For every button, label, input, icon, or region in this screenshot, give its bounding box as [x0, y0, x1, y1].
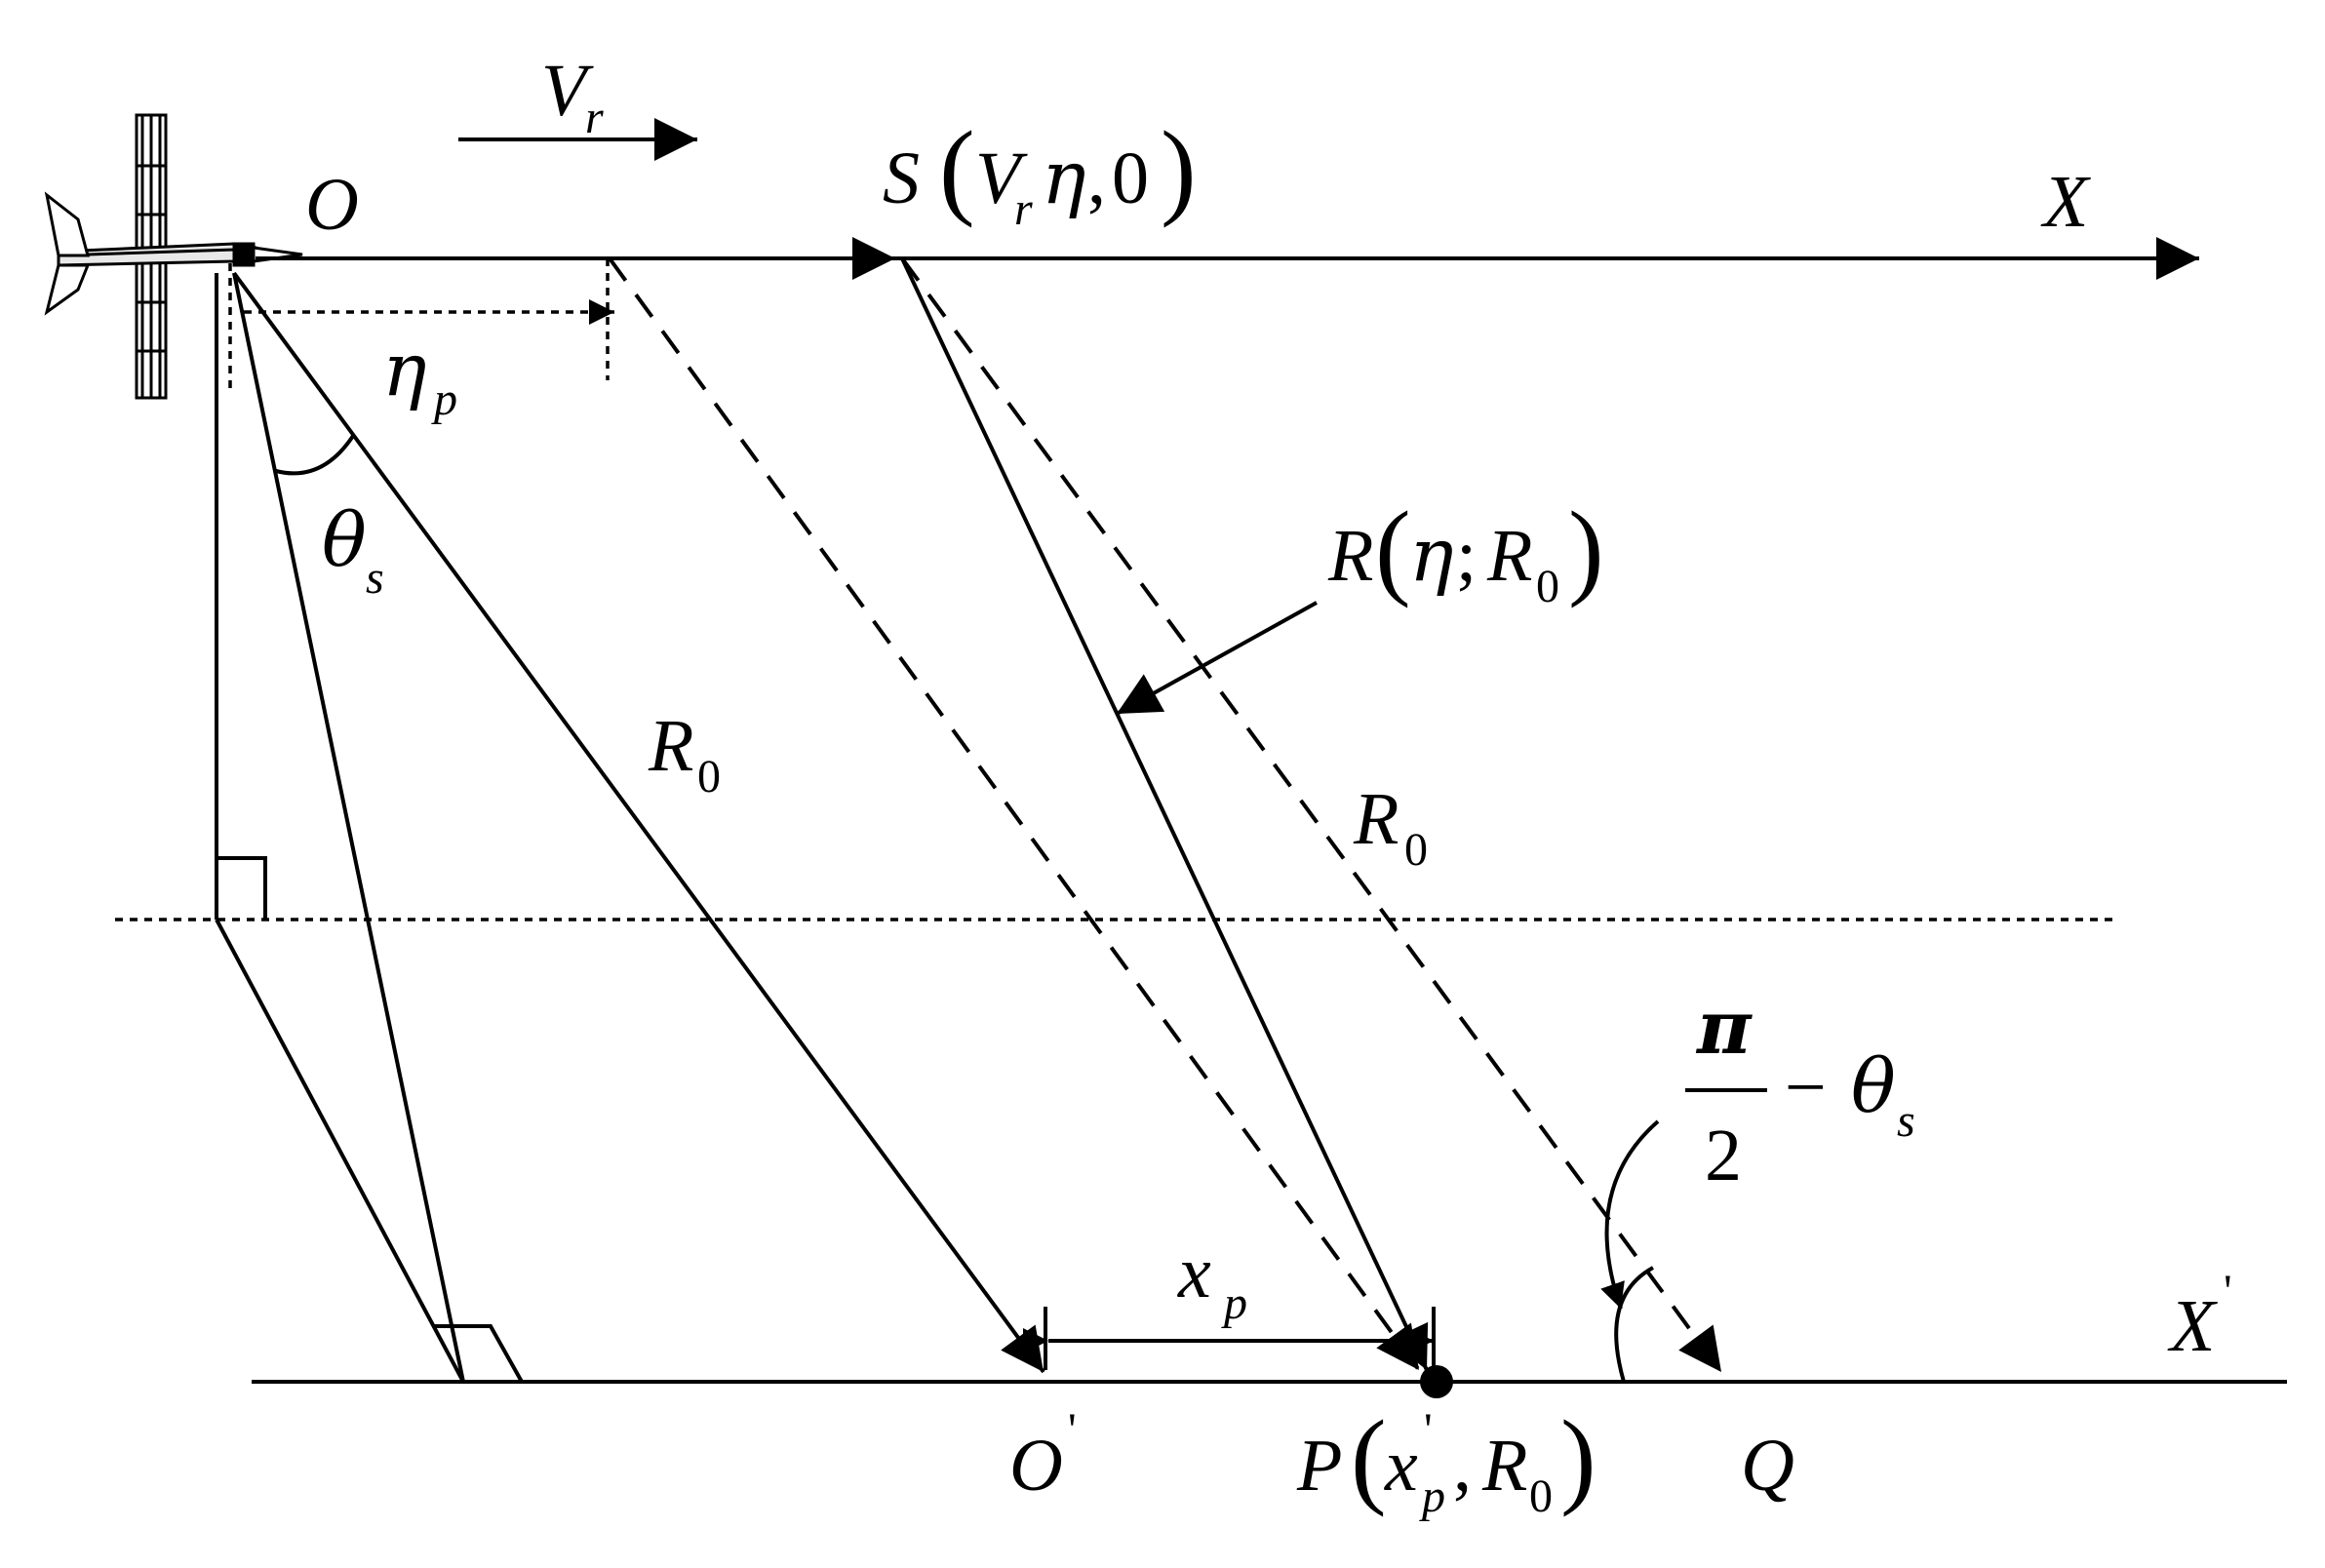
right-angle-mark-ground — [434, 1324, 524, 1383]
label-r-main: R — [1327, 515, 1373, 597]
label-s-v: V — [975, 137, 1028, 219]
dashed-line-to-p — [608, 256, 1421, 1372]
label-r-semicolon: ; — [1456, 515, 1477, 597]
label-v: V — [541, 50, 594, 132]
label-p-x: x — [1384, 1425, 1418, 1507]
label-r-eta: η — [1409, 511, 1454, 598]
label-pi: π — [1695, 984, 1753, 1071]
label-theta: θ — [322, 496, 367, 583]
label-s: S — [883, 137, 920, 219]
label-xp-sub: p — [1221, 1277, 1247, 1329]
right-angle-mark-mid — [217, 856, 267, 920]
label-r-r: R — [1486, 515, 1532, 597]
label-p-x-mark: ' — [1424, 1404, 1433, 1456]
angle-pointer-arc — [1600, 1119, 1660, 1310]
label-eta-sub: p — [431, 373, 457, 425]
label-v-sub: r — [585, 92, 604, 143]
theta-s-arc — [275, 434, 355, 476]
paren-s-close: ) — [1161, 109, 1197, 228]
label-p-comma: , — [1453, 1425, 1472, 1507]
aircraft-icon — [44, 113, 303, 400]
label-theta-sub: s — [366, 552, 384, 604]
label-s-eta: η — [1042, 134, 1086, 220]
label-r0-left: R — [648, 705, 693, 787]
label-o-prime-mark: ' — [1068, 1404, 1077, 1456]
point-p — [1420, 1365, 1453, 1398]
label-x-prime-mark: ' — [2224, 1266, 2232, 1317]
label-minus: − — [1785, 1046, 1827, 1128]
label-r0-right: R — [1353, 778, 1399, 860]
label-s-v-sub: r — [1014, 183, 1033, 235]
label-p: P — [1296, 1425, 1342, 1507]
label-o: O — [305, 164, 359, 246]
label-s-comma: , — [1087, 137, 1106, 219]
paren-p-open: ( — [1351, 1398, 1387, 1517]
look-angle-line — [232, 272, 465, 1383]
label-theta2-sub: s — [1897, 1095, 1915, 1147]
paren-r-close: ) — [1568, 490, 1604, 608]
label-o-prime: O — [1009, 1425, 1063, 1507]
label-x-prime-axis: X — [2167, 1285, 2218, 1367]
label-x-axis: X — [2040, 161, 2091, 243]
label-r0-right-sub: 0 — [1404, 824, 1428, 876]
slant-range-line-s-to-p — [900, 257, 1429, 1371]
label-p-x-sub: p — [1419, 1470, 1445, 1522]
label-r-sub: 0 — [1536, 561, 1559, 612]
label-xp: x — [1177, 1232, 1211, 1313]
dashed-line-s-to-q — [900, 256, 1723, 1374]
paren-s-open: ( — [939, 109, 975, 228]
r0-line-to-o-prime — [232, 271, 1045, 1374]
label-p-r-sub: 0 — [1529, 1470, 1553, 1522]
label-s-zero: 0 — [1112, 137, 1149, 219]
ground-slant-line — [215, 919, 465, 1383]
label-theta2: θ — [1851, 1042, 1896, 1129]
r-eta-pointer-arrow — [1116, 601, 1318, 716]
angle-arc-q — [1614, 1266, 1654, 1383]
paren-p-close: ) — [1560, 1398, 1596, 1517]
label-two: 2 — [1705, 1115, 1742, 1196]
label-q: Q — [1741, 1425, 1794, 1507]
paren-r-open: ( — [1375, 490, 1411, 608]
label-eta: η — [382, 326, 427, 412]
label-r0-left-sub: 0 — [697, 751, 721, 803]
label-p-r: R — [1481, 1425, 1527, 1507]
